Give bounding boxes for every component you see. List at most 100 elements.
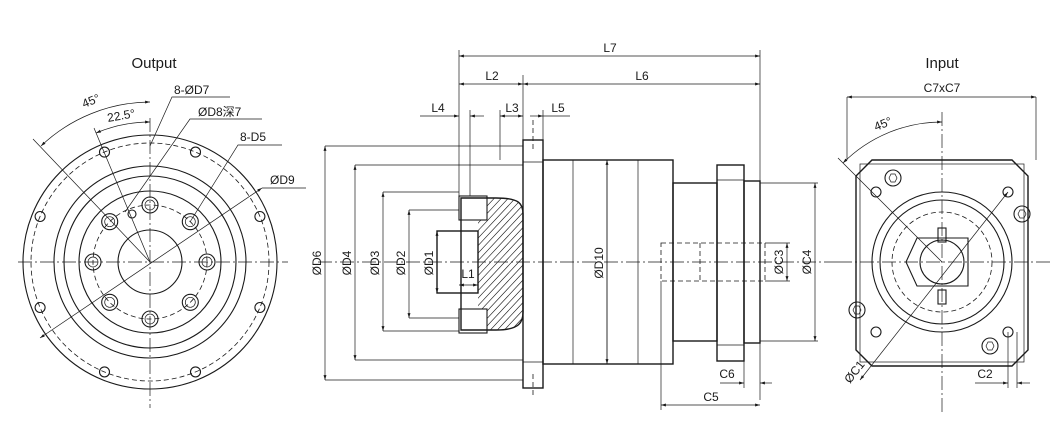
tapped-hole-bottom <box>458 308 488 334</box>
dim-c6: C6 <box>719 367 735 381</box>
outer-mount-hole <box>189 366 202 378</box>
tapped-hole <box>101 213 119 231</box>
input-bolt-hole-bl <box>870 326 882 338</box>
hatch-line <box>478 198 523 330</box>
screw-hex-4 <box>985 341 995 351</box>
hatch-line <box>478 198 523 330</box>
tapped-hole-top <box>458 195 488 221</box>
dim-c2: C2 <box>977 367 993 381</box>
hatch-line <box>478 198 523 330</box>
output-bolt-circle <box>30 142 270 382</box>
dim-d4: ØD4 <box>340 250 354 275</box>
hatch-line <box>551 190 691 340</box>
output-title: Output <box>131 55 177 72</box>
dim-l6: L6 <box>635 69 649 83</box>
hatch-line <box>565 190 705 340</box>
output-view: Output 45° 22.5° 8-ØD7 ØD8深7 8-D5 <box>18 55 306 408</box>
angle-45-label: 45° <box>80 91 102 111</box>
dim-c5: C5 <box>703 390 719 404</box>
output-hub-section <box>460 197 524 331</box>
outer-mount-hole <box>254 301 266 314</box>
hatch-line <box>478 198 523 330</box>
angle-22-5-arc <box>95 120 151 134</box>
outer-mount-hole <box>34 301 46 314</box>
angle-22-5-label: 22.5° <box>106 106 136 125</box>
angle-45-leader <box>32 138 151 263</box>
outer-mount-hole <box>98 146 111 158</box>
screw-head-3 <box>848 301 866 319</box>
hatch-line <box>593 190 733 340</box>
dim-l2: L2 <box>485 69 499 83</box>
screw-head-1 <box>884 169 902 187</box>
dim-c1-line <box>859 191 1009 381</box>
dim-l7: L7 <box>603 41 617 55</box>
screw-head-2 <box>1013 205 1031 223</box>
outer-mount-hole <box>189 146 202 158</box>
hatch-line <box>478 198 523 330</box>
hatch-line <box>478 198 523 330</box>
angle-45-arc <box>40 100 151 147</box>
dim-c7xc7: C7xC7 <box>924 81 961 95</box>
screw-hex-1 <box>888 173 898 183</box>
input-square-flange <box>855 159 1029 367</box>
hatch-line <box>478 198 523 330</box>
holes-d7-leader <box>149 96 230 147</box>
holes-d5-leader <box>189 144 282 223</box>
tapped-hole <box>101 293 119 311</box>
dim-c4: ØC4 <box>800 249 814 274</box>
input-adapter <box>716 164 745 362</box>
screw-head-4 <box>981 337 999 355</box>
dim-d2: ØD2 <box>394 250 408 275</box>
hatch-line <box>487 198 523 330</box>
hatch-line <box>478 198 482 330</box>
dim-d3: ØD3 <box>368 250 382 275</box>
holes-d5-label: 8-D5 <box>240 130 266 144</box>
input-shaft-hidden <box>660 242 766 282</box>
dim-c3: ØC3 <box>772 249 786 274</box>
dia-d9-label: ØD9 <box>270 173 295 187</box>
input-title: Input <box>925 55 959 72</box>
dim-d1: ØD1 <box>422 250 436 275</box>
hatch-line <box>558 190 698 340</box>
holes-d8-label: ØD8深7 <box>198 105 242 119</box>
hatch-line <box>478 198 523 330</box>
holes-d7-label: 8-ØD7 <box>174 83 210 97</box>
dim-l5: L5 <box>551 101 565 115</box>
side-view: L7 L2 L6 L4 L3 L5 L1 ØD6 ØD4 ØD3 ØD2 <box>310 41 838 410</box>
hatch-line <box>508 198 523 330</box>
holes-d8-leader <box>124 118 262 213</box>
hatch-line <box>478 198 517 330</box>
output-pin-hole <box>127 209 137 219</box>
input-angle-45-arc <box>842 120 943 164</box>
screw-hex-2 <box>1017 209 1027 219</box>
input-bolt-hole-tl <box>870 186 882 198</box>
hatch-line <box>478 198 523 330</box>
input-view: Input <box>837 55 1050 412</box>
hatch-line <box>478 198 523 330</box>
hatch-line <box>494 198 523 330</box>
hatch-line <box>478 198 523 330</box>
dia-d9-leader <box>39 187 263 339</box>
dim-l3: L3 <box>505 101 519 115</box>
hatch-line <box>600 190 740 340</box>
tapped-hole-inner <box>104 216 116 228</box>
hatch-line <box>614 190 754 340</box>
angle-22-5-leader <box>93 127 151 263</box>
hatch-line <box>515 198 523 330</box>
dim-l1: L1 <box>461 267 475 281</box>
output-outer-flange <box>22 134 278 390</box>
hatch-line <box>607 190 747 340</box>
input-angle-45: 45° <box>872 114 894 134</box>
output-flange-outline <box>522 139 544 389</box>
hatch-line <box>544 190 684 340</box>
outer-mount-hole <box>98 366 111 378</box>
dim-d6: ØD6 <box>310 250 324 275</box>
hatch-line <box>478 198 523 330</box>
dim-d10: ØD10 <box>592 247 606 279</box>
dim-l4: L4 <box>431 101 445 115</box>
input-angle-45-leader <box>837 157 943 263</box>
hatch-line <box>480 198 523 330</box>
hub-hatching <box>478 190 754 340</box>
tapped-hole-inner <box>104 296 116 308</box>
